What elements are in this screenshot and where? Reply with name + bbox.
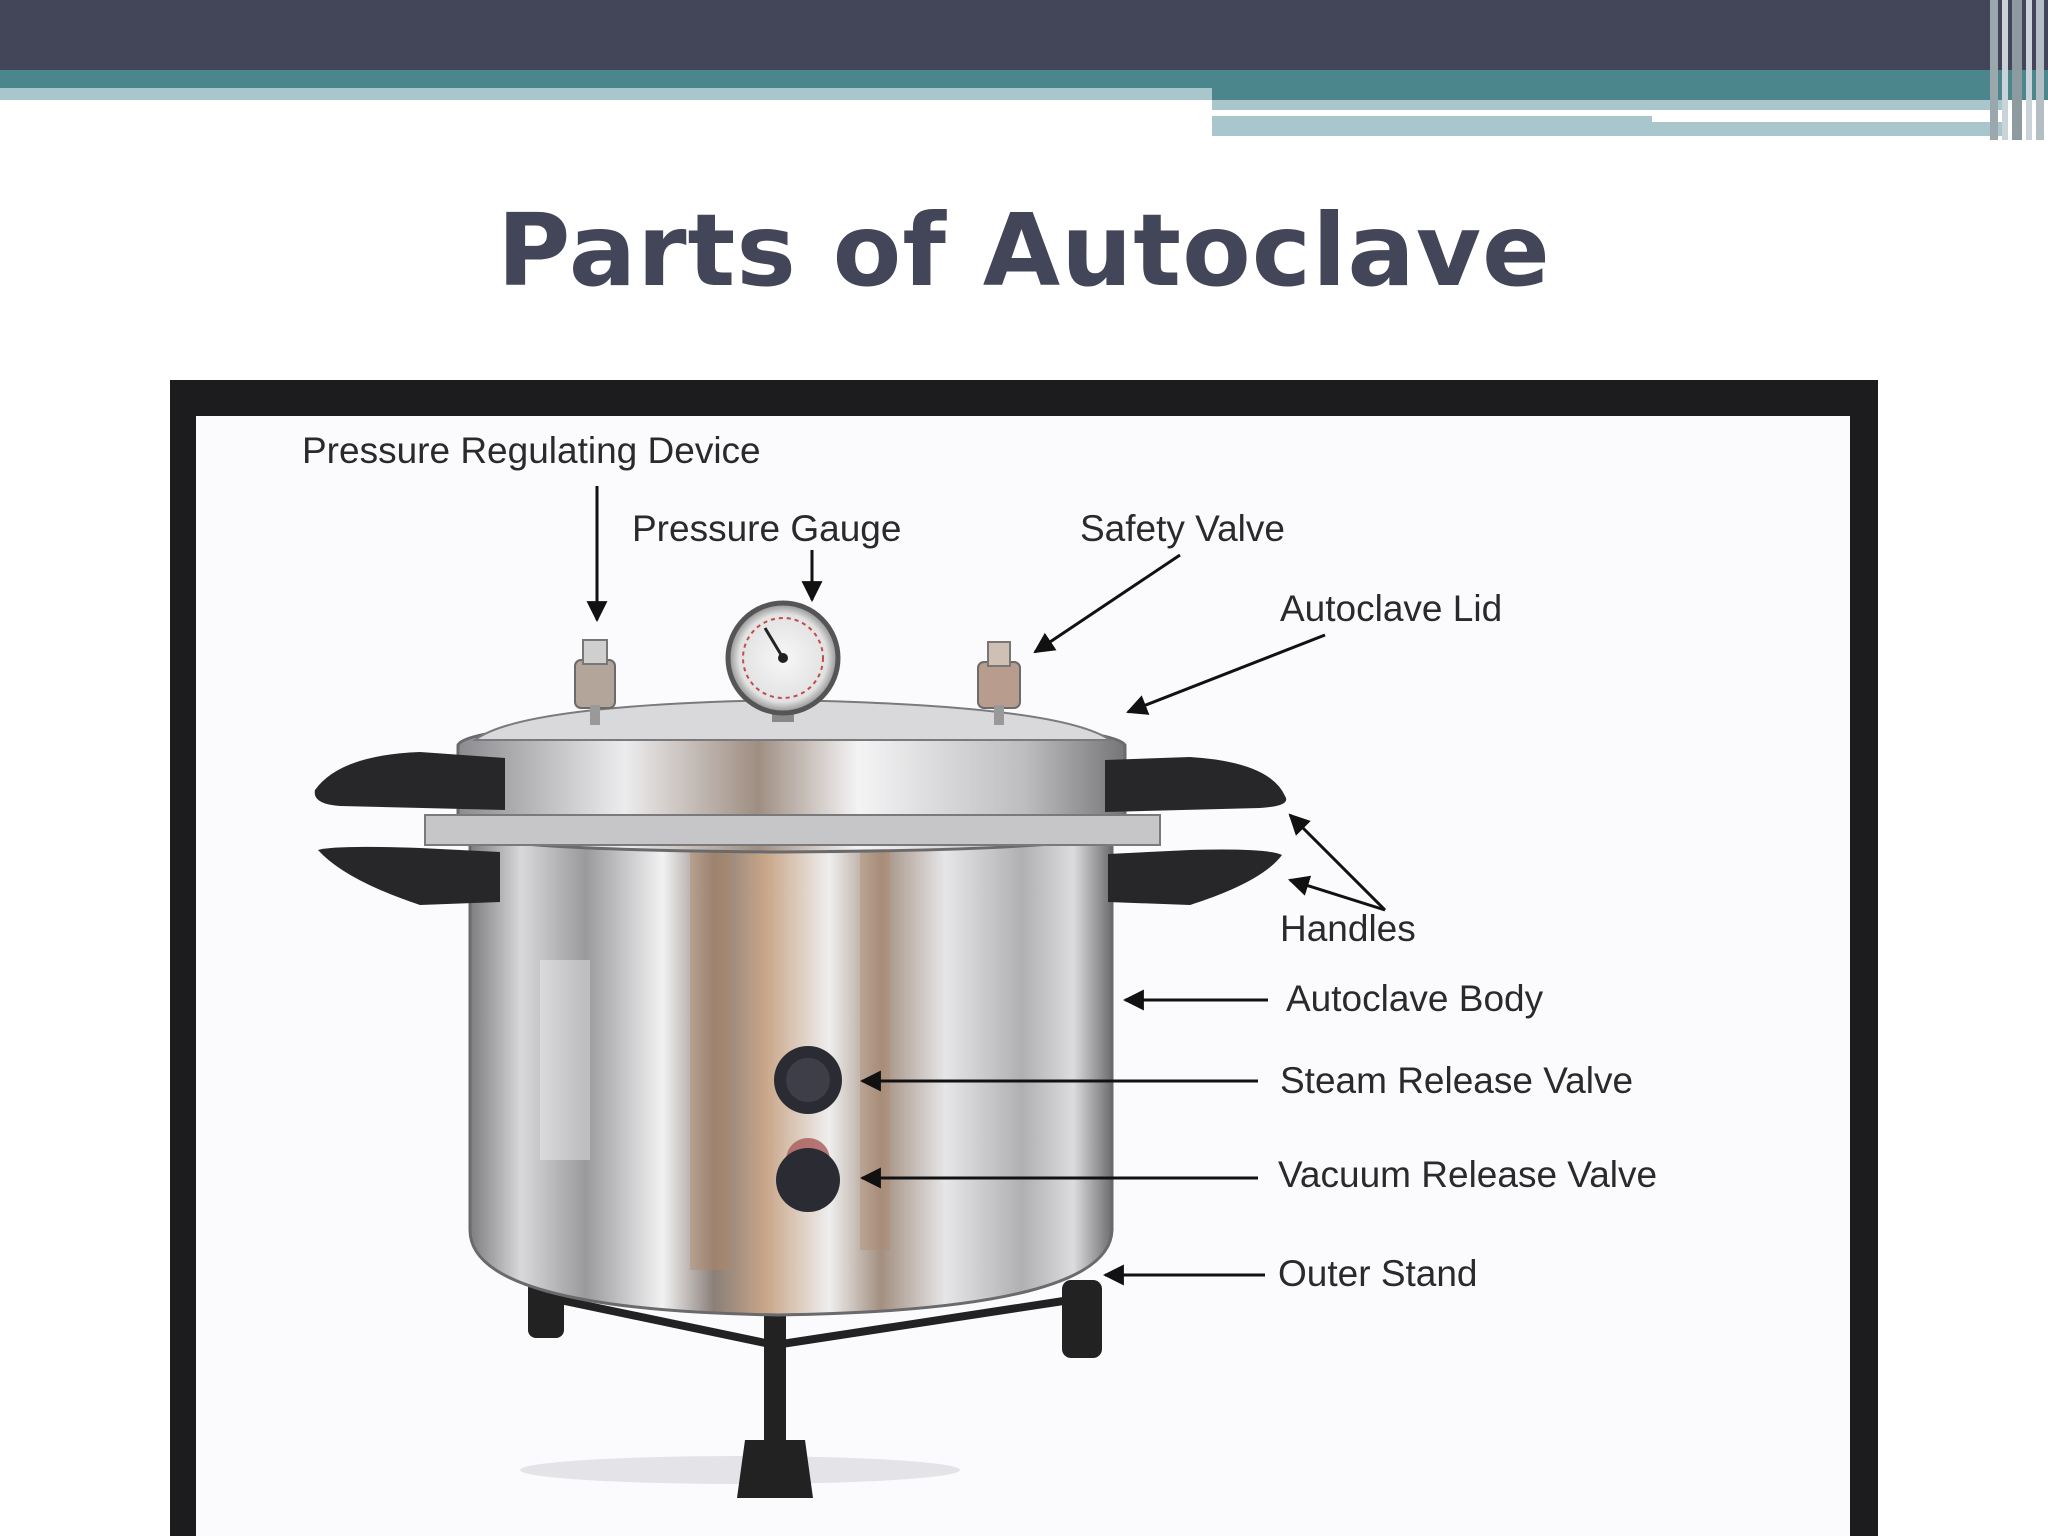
pressure-regulating-device <box>574 639 616 725</box>
steam-release-valve <box>774 1046 842 1114</box>
header-stripe <box>1212 88 2048 100</box>
header-bar <box>0 0 2048 70</box>
arrow-autoclave-lid <box>1126 633 1326 715</box>
header-stripe <box>0 70 2048 88</box>
header-stripe <box>1212 100 2004 110</box>
label-handles: Handles <box>1280 908 1416 949</box>
label-autoclave-body: Autoclave Body <box>1286 978 1544 1019</box>
label-safety-valve: Safety Valve <box>1080 508 1285 549</box>
outer-stand <box>528 1270 1102 1498</box>
label-vacuum-release-valve: Vacuum Release Valve <box>1278 1154 1658 1195</box>
safety-valve <box>977 641 1021 725</box>
ground-shadow <box>520 1456 960 1484</box>
vacuum-release-valve <box>776 1138 840 1212</box>
header-stripe <box>1212 116 1652 136</box>
pressure-gauge <box>725 600 841 722</box>
header-stripe <box>1652 122 2004 136</box>
arrow-safety-valve <box>1033 553 1181 654</box>
arrow-handles-lower <box>1287 875 1386 912</box>
label-steam-release-valve: Steam Release Valve <box>1280 1060 1634 1101</box>
label-outer-stand: Outer Stand <box>1278 1253 1478 1294</box>
label-autoclave-lid: Autoclave Lid <box>1280 588 1503 629</box>
page-title: Parts of Autoclave <box>497 192 1551 309</box>
header-stripe <box>1212 111 1896 116</box>
label-pressure-gauge: Pressure Gauge <box>632 508 902 549</box>
label-pressure-regulating-device: Pressure Regulating Device <box>302 430 761 471</box>
header-corner-bars <box>1986 0 2048 140</box>
header-stripe <box>0 88 1212 100</box>
arrow-handles-upper <box>1288 813 1387 912</box>
handles <box>314 752 1287 905</box>
